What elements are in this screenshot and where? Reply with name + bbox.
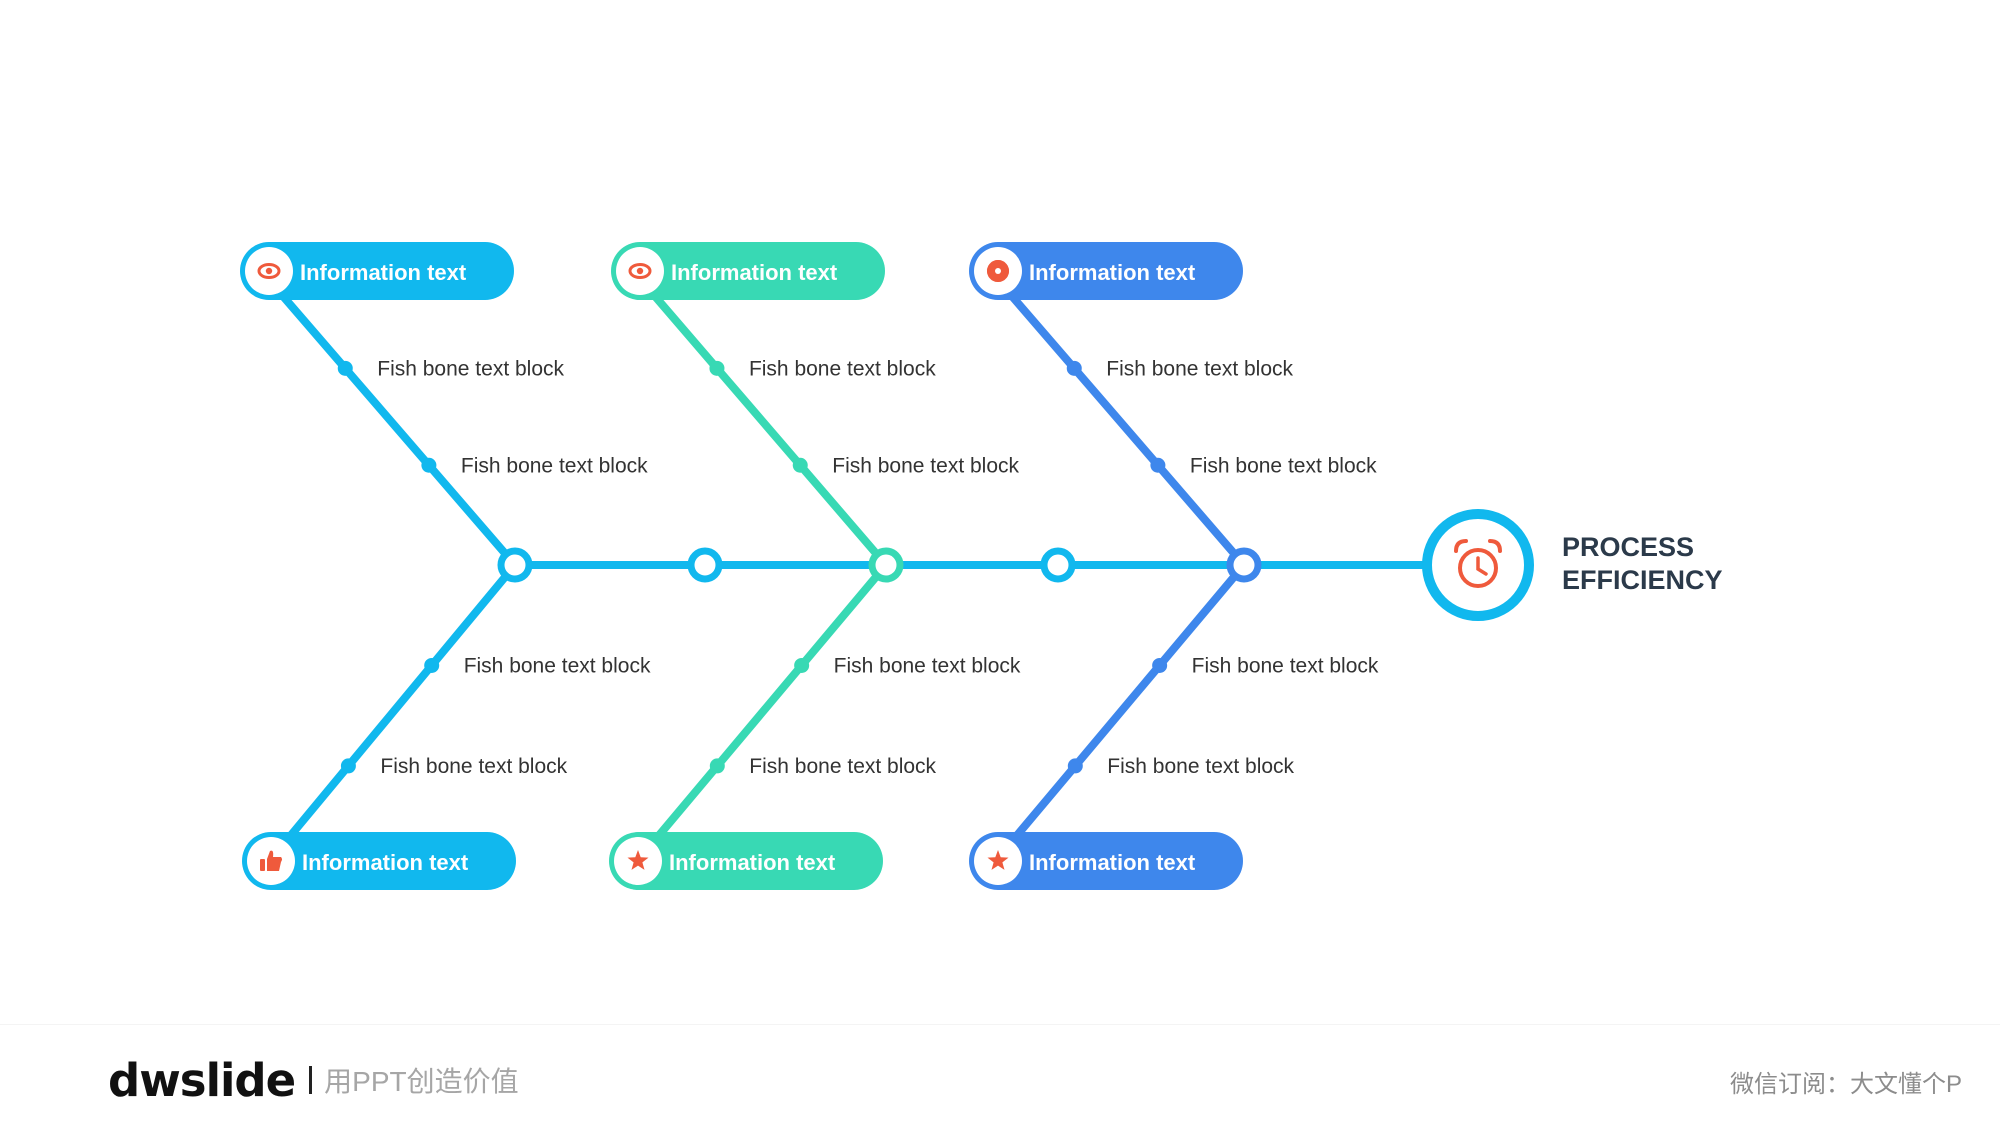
star-icon — [987, 850, 1009, 870]
head-title-line1: PROCESS — [1562, 532, 1694, 562]
bone-top-line-2 — [637, 276, 890, 569]
wechat-subscribe-text: 微信订阅：大文懂个P — [1729, 1071, 1962, 1098]
spine-marker-2 — [1040, 547, 1076, 583]
branch-label: Fish bone text block — [1107, 755, 1294, 778]
bone-joint-1 — [497, 547, 533, 583]
info-pill-label: Information text — [1029, 850, 1196, 875]
alarm-clock-icon — [1458, 548, 1498, 588]
branch-dot — [1150, 457, 1166, 473]
eye-icon — [257, 263, 281, 279]
info-pill-bottom — [242, 832, 516, 890]
branch-label: Fish bone text block — [1192, 654, 1379, 677]
branch-dot — [424, 657, 440, 673]
info-pill-bottom — [969, 832, 1243, 890]
bone-top-line-1 — [265, 276, 519, 569]
bone-joint-3 — [1226, 547, 1262, 583]
thumb-cuff — [260, 859, 265, 871]
branch-dot — [421, 457, 437, 473]
footer-bar — [0, 1024, 2000, 1126]
branch-label: Fish bone text block — [832, 454, 1019, 477]
bone-joint-2 — [868, 547, 904, 583]
spine-marker-1 — [687, 547, 723, 583]
branch-label: Fish bone text block — [461, 454, 648, 477]
info-pill-label: Information text — [1029, 260, 1196, 285]
info-pill-label: Information text — [302, 850, 469, 875]
branch-dot — [792, 457, 808, 473]
branch-dot — [709, 360, 725, 376]
branch-dot — [709, 758, 725, 774]
brand-separator — [309, 1066, 313, 1094]
branch-dot — [1152, 657, 1168, 673]
branch-dot — [1067, 758, 1083, 774]
branch-dot — [340, 758, 356, 774]
alarm-clock-bell-left — [1454, 539, 1468, 553]
branch-label: Fish bone text block — [377, 357, 564, 380]
info-pill-top — [969, 242, 1243, 300]
branch-dot — [1066, 360, 1082, 376]
branch-label: Fish bone text block — [749, 755, 936, 778]
head-title-line2: EFFICIENCY — [1562, 565, 1723, 595]
brand-tagline: 用PPT创造价值 — [324, 1066, 519, 1097]
alarm-clock-bell-right — [1488, 539, 1502, 553]
eye-icon — [628, 263, 652, 279]
eye-pupil — [265, 267, 273, 275]
eye-pupil — [636, 267, 644, 275]
brand-logo: dwslide — [108, 1053, 296, 1107]
gear-hole — [995, 268, 1001, 274]
info-pill-label: Information text — [300, 260, 467, 285]
info-pill-top — [611, 242, 885, 300]
info-pill-label: Information text — [671, 260, 838, 285]
bone-top-line-3 — [994, 276, 1248, 569]
info-pill-top — [240, 242, 514, 300]
info-pill-label: Information text — [669, 850, 836, 875]
branch-label: Fish bone text block — [1190, 454, 1377, 477]
thumbs-up-icon — [267, 850, 282, 871]
branch-dot — [794, 657, 810, 673]
branch-label: Fish bone text block — [380, 755, 567, 778]
bone-bottom-line-2 — [641, 561, 890, 856]
branch-label: Fish bone text block — [464, 654, 651, 677]
branch-label: Fish bone text block — [834, 654, 1021, 677]
brand: dwslide 用PPT创造价值 — [108, 1050, 519, 1110]
branch-label: Fish bone text block — [1106, 357, 1293, 380]
branch-dot — [337, 360, 353, 376]
alarm-clock-hands — [1476, 556, 1488, 576]
branch-label: Fish bone text block — [749, 357, 936, 380]
info-pill-bottom — [609, 832, 883, 890]
bone-bottom-line-3 — [999, 561, 1248, 856]
star-icon — [627, 850, 649, 870]
bone-bottom-line-1 — [273, 561, 519, 856]
